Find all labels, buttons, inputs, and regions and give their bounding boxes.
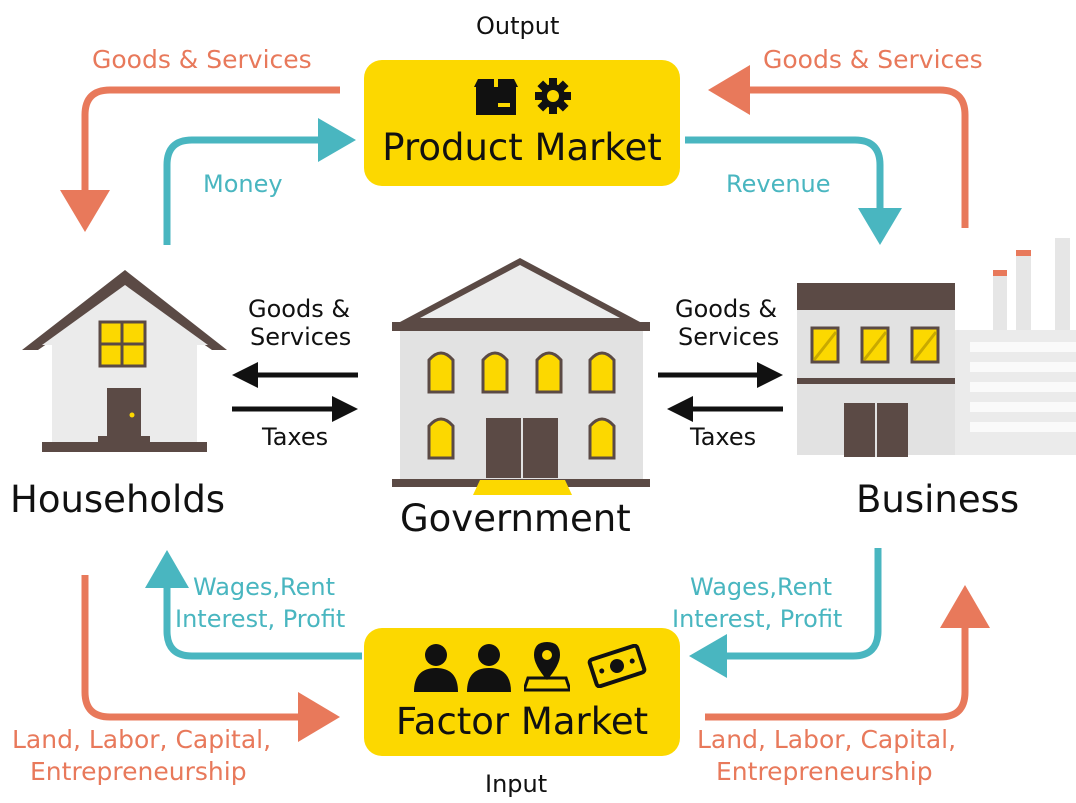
taxes-right-label: Taxes [690,423,757,451]
goods-services-label-left: Goods & Services [92,45,312,74]
arrow-goods-from-business [708,65,969,228]
business-building [797,238,1076,457]
wages-left-line2: Interest, Profit [175,605,346,633]
gov-goods-right-line1: Goods & [675,295,778,323]
factors-left-line2: Entrepreneurship [30,757,247,786]
arrow-money [163,118,356,245]
gov-goods-right-line2: Services [678,323,780,351]
output-label: Output [476,12,560,40]
government-building [392,258,650,495]
wages-right-line2: Interest, Profit [672,605,843,633]
arrow-revenue [685,136,902,245]
households-label: Households [10,478,226,521]
map-pin-icon [524,642,570,692]
money-label: Money [203,170,283,198]
gov-goods-left-line2: Services [250,323,352,351]
product-market-title: Product Market [382,126,662,169]
goods-services-label-right: Goods & Services [763,45,983,74]
factors-left-line1: Land, Labor, Capital, [12,725,272,754]
factors-right-line2: Entrepreneurship [716,757,933,786]
cash-icon [587,644,647,688]
person-icon [467,644,511,692]
revenue-label: Revenue [726,170,831,198]
arrow-wages-right [689,548,882,678]
arrow-goods-to-households [60,86,340,232]
factor-market-title: Factor Market [395,700,649,743]
arrow-wages-left [145,550,362,660]
taxes-left-label: Taxes [262,423,329,451]
house-illustration [22,270,227,452]
person-icon [414,644,458,692]
arrow-gov-goods-right [658,362,783,388]
factors-right-line1: Land, Labor, Capital, [697,725,957,754]
business-label: Business [856,478,1020,521]
product-market-box: Product Market [364,60,680,186]
arrow-factors-right [705,585,990,721]
arrow-gov-goods-left [232,362,358,388]
arrow-taxes-right [667,396,783,422]
input-label: Input [485,770,548,798]
wages-right-line1: Wages,Rent [690,573,833,601]
gear-icon [535,78,571,114]
arrow-taxes-left [232,396,358,422]
gov-goods-left-line1: Goods & [248,295,351,323]
government-label: Government [400,497,631,540]
arrow-factors-left [81,575,340,742]
factor-market-box: Factor Market [364,628,680,756]
wages-left-line1: Wages,Rent [193,573,336,601]
box-icon [474,79,518,115]
